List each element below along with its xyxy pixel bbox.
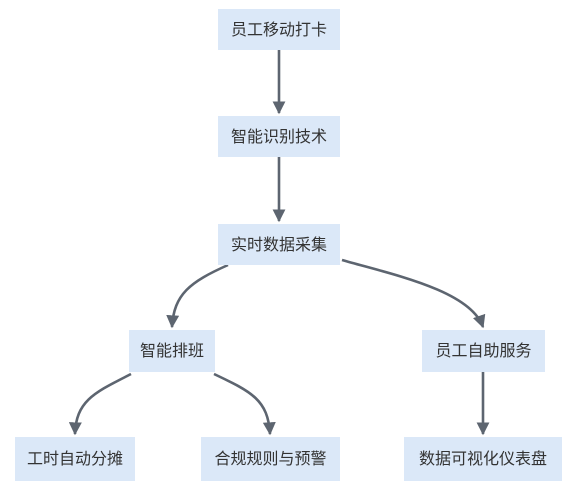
node-smart-recognition[interactable]: 智能识别技术 [218, 116, 340, 157]
edge-collect-to-self [341, 258, 486, 329]
node-employee-mobile-clock-in[interactable]: 员工移动打卡 [218, 9, 340, 50]
edge-schedule-to-comply [213, 372, 276, 436]
node-smart-scheduling[interactable]: 智能排班 [129, 330, 215, 372]
node-auto-hour-allocation[interactable]: 工时自动分摊 [15, 437, 135, 481]
node-data-dashboard[interactable]: 数据可视化仪表盘 [404, 437, 562, 481]
edge-schedule-to-hours [68, 372, 132, 436]
edge-collect-to-schedule [166, 263, 229, 329]
node-compliance-alerts[interactable]: 合规规则与预警 [201, 437, 340, 481]
node-realtime-data-collection[interactable]: 实时数据采集 [218, 224, 340, 265]
node-employee-self-service[interactable]: 员工自助服务 [422, 330, 545, 372]
